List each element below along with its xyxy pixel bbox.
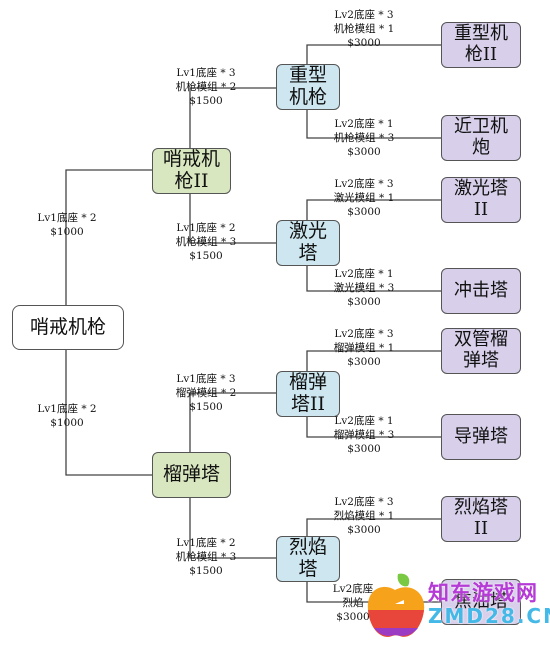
node-flame-tower: 烈焰 塔: [276, 536, 340, 582]
node-heavy-machine-gun: 重型 机枪: [276, 64, 340, 110]
node-grenade-tower: 榴弹塔: [152, 452, 231, 498]
cost-grenade2-to-missile: Lv2底座 * 1 榴弹模组 * 3 $3000: [333, 415, 395, 455]
cost-heavy-to-closein: Lv2底座 * 1 机枪模组 * 3 $3000: [333, 118, 395, 158]
apple-logo-icon: [367, 573, 425, 637]
node-napalm-tower: 焦油塔: [441, 579, 521, 625]
node-dual-grenade-tower: 双管榴 弹塔: [441, 328, 521, 374]
cost-root-to-grenade: Lv1底座 * 2 $1000: [37, 403, 97, 429]
node-flame-tower-2: 烈焰塔 II: [441, 496, 521, 542]
node-grenade-tower-2: 榴弹 塔II: [276, 371, 340, 417]
cost-sentry2-to-laser: Lv1底座 * 2 机枪模组 * 3 $1500: [175, 222, 237, 262]
cost-heavy-to-heavy2: Lv2底座 * 3 机枪模组 * 1 $3000: [333, 9, 395, 49]
node-missile-tower: 导弹塔: [441, 414, 521, 460]
cost-grenade2-to-dual: Lv2底座 * 3 榴弹模组 * 1 $3000: [333, 328, 395, 368]
cost-flame-to-flame2: Lv2底座 * 3 烈焰模组 * 1 $3000: [333, 496, 395, 536]
node-laser-tower-2: 激光塔 II: [441, 177, 521, 223]
node-sentry-gun-2: 哨戒机 枪II: [152, 148, 231, 194]
cost-flame-to-napalm: Lv2底座 烈焰 $3000: [332, 583, 374, 623]
node-heavy-machine-gun-2: 重型机 枪II: [441, 22, 521, 68]
watermark-text: 知东游戏网: [428, 581, 538, 605]
cost-laser-to-impact: Lv2底座 * 1 激光模组 * 3 $3000: [333, 268, 395, 308]
node-close-in-cannon: 近卫机 炮: [441, 115, 521, 161]
cost-grenade-to-flame: Lv1底座 * 2 机枪模组 * 3 $1500: [175, 537, 237, 577]
cost-laser-to-laser2: Lv2底座 * 3 激光模组 * 1 $3000: [333, 178, 395, 218]
cost-root-to-sentry2: Lv1底座 * 2 $1000: [37, 212, 97, 238]
node-laser-tower: 激光 塔: [276, 220, 340, 266]
cost-sentry2-to-heavy: Lv1底座 * 3 机枪模组 * 2 $1500: [175, 67, 237, 107]
cost-grenade-to-grenade2: Lv1底座 * 3 榴弹模组 * 2 $1500: [175, 373, 237, 413]
node-sentry-gun: 哨戒机枪: [12, 305, 124, 350]
node-impact-tower: 冲击塔: [441, 268, 521, 314]
watermark-subtext: ZMD28.CN: [428, 604, 550, 628]
